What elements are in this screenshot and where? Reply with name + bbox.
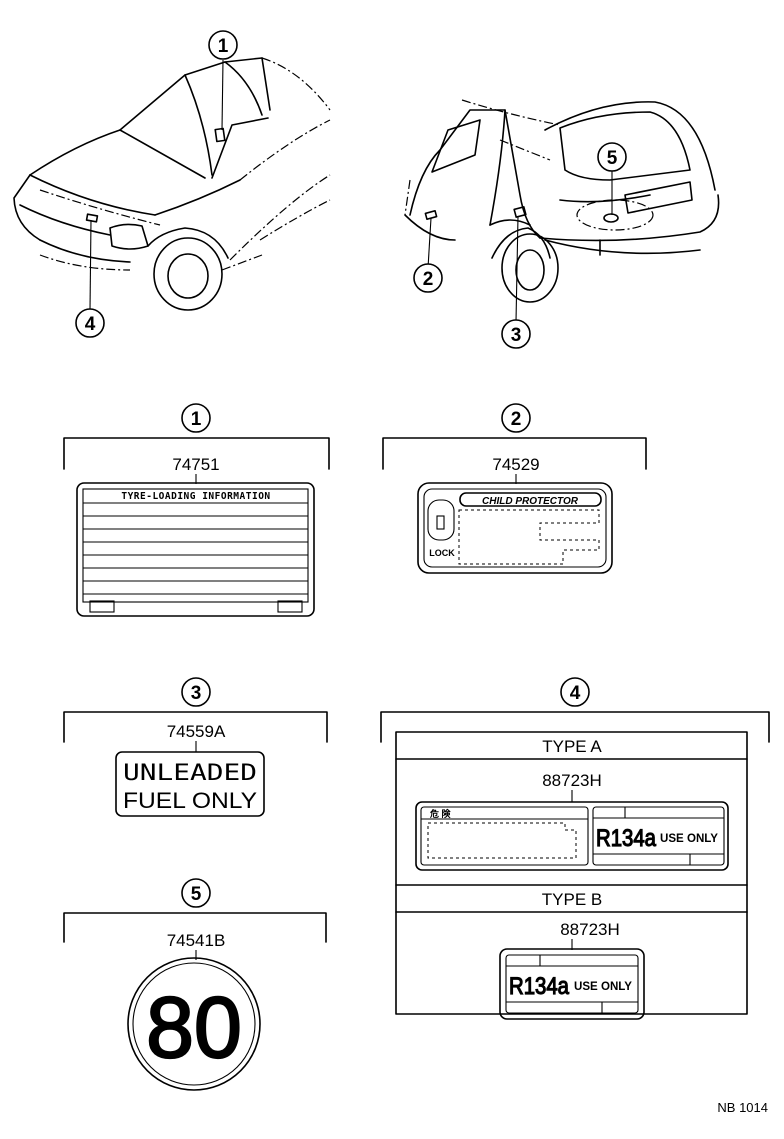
callout-4-marker: 4	[75, 308, 105, 338]
type-a-number: 88723H	[542, 771, 602, 790]
speed-limit-badge	[127, 957, 261, 1091]
unleaded-fuel-line1: UNLEADED	[123, 761, 257, 786]
callout-1-marker: 1	[208, 30, 238, 60]
speed-limit-value: 80	[146, 980, 242, 1076]
type-b-refrigerant-code: R134a	[509, 973, 570, 1000]
type-b-title: TYPE B	[542, 890, 602, 909]
part-3-callout: 3	[191, 683, 202, 704]
callout-5-label: 5	[607, 148, 618, 169]
type-a-refrigerant-code: R134a	[596, 825, 657, 852]
tyre-loading-label-text: TYRE-LOADING INFORMATION	[121, 491, 270, 502]
part-1-number: 74751	[172, 455, 219, 474]
callout-5-marker: 5	[597, 142, 627, 172]
callout-2-label: 2	[423, 269, 434, 290]
callout-1-label: 1	[218, 36, 229, 57]
type-a-refrigerant-label	[415, 801, 729, 871]
type-a-warning-text: 危 険	[429, 808, 452, 819]
part-3-number: 74559A	[167, 722, 226, 741]
part-4-callout: 4	[570, 683, 581, 704]
callout-4-label: 4	[85, 314, 96, 335]
diagram-code: NB 1014	[717, 1100, 768, 1115]
type-b-number: 88723H	[560, 920, 620, 939]
callout-3-marker: 3	[501, 319, 531, 349]
part-4-section: 4 TYPE A 88723H 危 険 R134a USE ONLY TYPE …	[380, 677, 770, 1020]
part-5-callout: 5	[191, 884, 202, 905]
unleaded-fuel-line2: FUEL ONLY	[123, 788, 257, 813]
type-b-refrigerant-label	[499, 948, 645, 1020]
part-1-section: 1 74751 TYRE-LOADING INFORMATION	[63, 403, 330, 617]
tyre-loading-label	[76, 482, 315, 617]
part-2-callout: 2	[511, 409, 522, 430]
type-a-title: TYPE A	[542, 737, 602, 756]
child-protector-label	[417, 482, 613, 574]
unleaded-fuel-label	[115, 751, 265, 817]
part-2-section: 2 74529 LOCK CHILD PROTECTOR	[382, 403, 647, 574]
child-protector-title: CHILD PROTECTOR	[482, 496, 579, 507]
rear-car-illustration	[404, 99, 720, 323]
part-5-section: 5 74541B 80	[63, 878, 327, 1091]
type-a-use-only: USE ONLY	[660, 831, 718, 845]
part-2-number: 74529	[492, 455, 539, 474]
type-b-use-only: USE ONLY	[574, 979, 632, 993]
front-car-illustration	[13, 57, 331, 311]
callout-3-label: 3	[511, 325, 522, 346]
part-5-number: 74541B	[167, 931, 226, 950]
part-4-table	[395, 731, 748, 1015]
part-1-callout: 1	[191, 409, 202, 430]
part-3-section: 3 74559A UNLEADED FUEL ONLY	[63, 677, 328, 817]
child-protector-lock-text: LOCK	[429, 548, 455, 558]
callout-2-marker: 2	[413, 263, 443, 293]
